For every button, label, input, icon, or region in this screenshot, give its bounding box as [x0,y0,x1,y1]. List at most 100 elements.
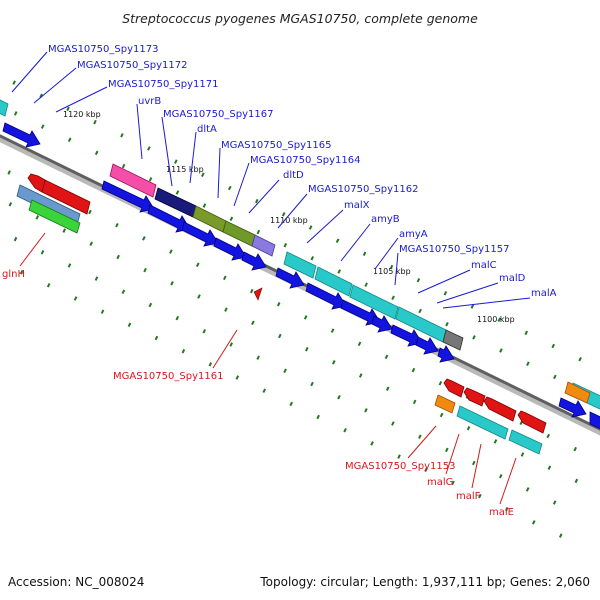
tick-mark [551,343,555,349]
tick-mark [201,172,205,178]
tick-mark [66,106,70,112]
tick-mark [249,288,254,294]
tick-mark [389,264,394,270]
tick-mark [493,439,498,444]
tick-mark [391,421,395,426]
tick-mark [283,368,287,374]
feature-block-olive [222,220,256,247]
tick-mark [13,236,18,242]
tick-mark [197,294,201,299]
scale-label-1110: 1110 kbp [270,216,308,225]
feature-block-orange [564,381,591,404]
gene-label: MGAS10750_Spy1172 [77,60,187,71]
gene-label: MGAS10750_Spy1161 [113,371,223,382]
gene-label: malD [499,273,526,284]
tick-mark [418,434,422,439]
feature-block-cyan [314,266,353,297]
gene-label: MGAS10750_Spy1171 [108,79,218,90]
tick-mark [256,355,260,360]
tick-mark [385,386,390,391]
tick-mark [46,283,51,288]
tick-mark [169,249,173,254]
gene-arrow [2,122,41,148]
tick-mark [335,238,340,243]
tick-mark [12,80,16,85]
tick-mark [358,373,363,378]
gene-label: amyB [371,214,400,225]
feature-block-green [28,199,81,234]
tick-mark [505,506,509,512]
tick-mark [174,159,178,164]
gene-label: malE [489,507,514,518]
tick-mark [525,487,530,492]
tick-mark [310,256,315,261]
tick-mark [439,412,444,418]
tick-mark [223,275,227,281]
tick-mark [154,335,159,341]
feature-blocks-upper [0,99,600,410]
tick-mark [397,454,401,459]
tick-mark [148,302,153,308]
tick-mark [362,251,367,257]
tick-mark [67,263,72,268]
tick-mark [208,362,213,367]
tick-mark [19,269,24,275]
gene-label: malX [344,200,370,211]
tick-mark [574,478,579,484]
tick-mark [181,348,186,354]
gene-arrow [101,180,155,213]
scale-ticks [7,80,584,538]
tick-mark [94,150,99,156]
tick-mark [316,414,320,420]
scale-label-1115: 1115 kbp [166,165,204,174]
tick-mark [364,282,368,287]
tick-mark [120,133,124,138]
feature-block-cyan [283,251,317,279]
tick-mark [88,209,92,215]
tick-mark [13,111,18,116]
tick-mark [553,374,557,380]
tick-mark [308,225,313,230]
tick-mark [303,315,308,320]
gene-label: MGAS10750_Spy1173 [48,44,158,55]
tick-mark [115,222,119,228]
tick-mark [235,375,240,380]
gene-labels-red: glnH MGAS10750_Spy1161 MGAS10750_Spy1153… [2,269,514,518]
tick-mark [364,408,368,413]
tick-mark [175,190,180,195]
tick-mark [451,480,455,486]
tick-mark [147,146,151,151]
feature-blocks-lower [16,184,543,455]
gene-arrow [483,396,517,422]
tick-mark [283,242,288,248]
tick-mark [202,329,207,334]
gene-arrow [517,410,547,434]
map-title: Streptococcus pyogenes MGAS10750, comple… [122,11,478,26]
label-leaders [11,51,531,505]
tick-mark [546,433,550,439]
tick-mark [497,317,502,322]
tick-mark [552,500,557,505]
tick-mark [466,425,471,431]
tick-mark [89,241,93,247]
tick-mark [7,170,11,175]
accession-text: Accession: NC_008024 [8,575,144,589]
gene-arrow [241,251,267,271]
gene-label: dltA [197,124,217,135]
gene-arrow [213,237,247,261]
tick-mark [445,447,449,453]
gene-label: MGAS10750_Spy1165 [221,140,331,151]
feature-block-magenta [109,163,157,198]
tick-mark [310,381,314,387]
gene-arrow [27,173,46,193]
feature-block-violet [251,234,276,257]
tick-mark [121,163,126,169]
tick-mark [93,119,97,125]
tick-mark [418,308,422,314]
gene-labels-blue: MGAS10750_Spy1173 MGAS10750_Spy1172 MGAS… [48,44,557,299]
tick-mark [384,354,389,360]
gene-arrow [558,397,587,418]
tick-mark [472,460,476,466]
tick-mark [343,427,347,433]
tick-mark [100,309,105,314]
